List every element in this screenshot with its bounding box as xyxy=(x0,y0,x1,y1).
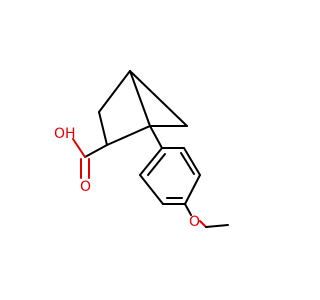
bond-o-methyl-left xyxy=(199,220,207,228)
ring-bond-5 xyxy=(183,147,201,176)
bond-methyl xyxy=(205,224,229,228)
bond-ccarboxyl-oh xyxy=(72,138,86,158)
carbonyl-oxygen-label: O xyxy=(80,179,91,195)
bond-aryl-o xyxy=(184,203,192,216)
bond-c1-c3 xyxy=(129,70,151,127)
structure-canvas: OH O O xyxy=(54,70,229,230)
bond-c5-ccarboxyl xyxy=(84,144,108,158)
ring-bond-2 xyxy=(139,174,164,205)
ring-bond-1 xyxy=(139,147,163,176)
molecule-drawing: OH O O xyxy=(54,70,229,230)
bond-c2-c5 xyxy=(98,111,108,146)
bond-c3-aryl xyxy=(149,125,163,149)
hydroxyl-label: OH xyxy=(54,126,76,142)
bond-c1-c2 xyxy=(98,70,131,113)
ring-bond-4 xyxy=(184,174,201,205)
methoxy-oxygen-label: O xyxy=(189,214,200,230)
bond-c5-c3 xyxy=(106,125,151,146)
ring-double-3 xyxy=(180,152,195,175)
bond-c1-c4 xyxy=(129,70,188,127)
ring-double-1 xyxy=(147,153,166,176)
